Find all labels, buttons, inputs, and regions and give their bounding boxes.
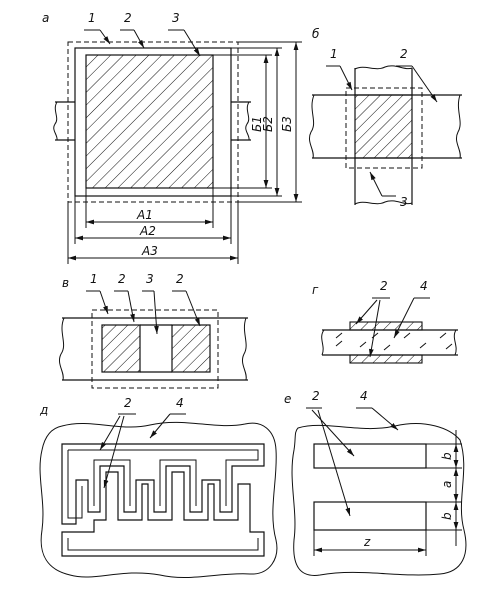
panel-e-callout-2: 2 <box>312 389 320 403</box>
panel-g: г 2 4 <box>312 279 458 364</box>
panel-a-label: а <box>42 11 49 25</box>
panel-b: б 1 2 3 <box>308 27 462 209</box>
panel-v-callout-3: 3 <box>146 272 154 286</box>
panel-b-callout-3: 3 <box>400 195 408 209</box>
panel-v-label: в <box>62 276 69 290</box>
panel-e: е b a b z 2 4 <box>284 389 467 576</box>
panel-a-callout-2: 2 <box>124 11 132 25</box>
panel-d: д 2 4 <box>39 396 278 578</box>
panel-g-callout-2: 2 <box>380 279 388 293</box>
dim-b1: Б1 <box>250 116 264 132</box>
panel-b-callout-1: 1 <box>330 47 338 61</box>
panel-g-callout-4: 4 <box>420 279 428 293</box>
panel-b-callout-2: 2 <box>400 47 408 61</box>
panel-b-label: б <box>312 27 320 41</box>
panel-v: в 1 2 3 2 <box>58 272 248 389</box>
panel-d-label: д <box>39 403 48 417</box>
panel-d-callout-2: 2 <box>124 396 132 410</box>
panel-v-callout-2b: 2 <box>176 272 184 286</box>
panel-a-callout-1: 1 <box>88 11 96 25</box>
panel-v-callout-2a: 2 <box>118 272 126 286</box>
dim-e-a: a <box>440 481 454 488</box>
dim-b2: Б2 <box>261 116 275 132</box>
dim-a3: А3 <box>141 244 158 258</box>
dim-a1: А1 <box>136 208 153 222</box>
panel-e-callout-4: 4 <box>360 389 368 403</box>
panel-v-callout-1: 1 <box>90 272 98 286</box>
dim-a2: А2 <box>139 224 156 238</box>
panel-g-label: г <box>312 283 319 297</box>
panel-d-callout-4: 4 <box>176 396 184 410</box>
panel-e-label: е <box>284 392 291 406</box>
dim-e-z: z <box>363 535 371 549</box>
dim-e-b2: b <box>440 512 454 520</box>
panel-a-callout-3: 3 <box>172 11 180 25</box>
dim-e-b1: b <box>440 452 454 460</box>
dim-b3: Б3 <box>280 116 294 132</box>
panel-a: а 1 2 3 Б1 Б2 Б3 А <box>42 11 302 264</box>
